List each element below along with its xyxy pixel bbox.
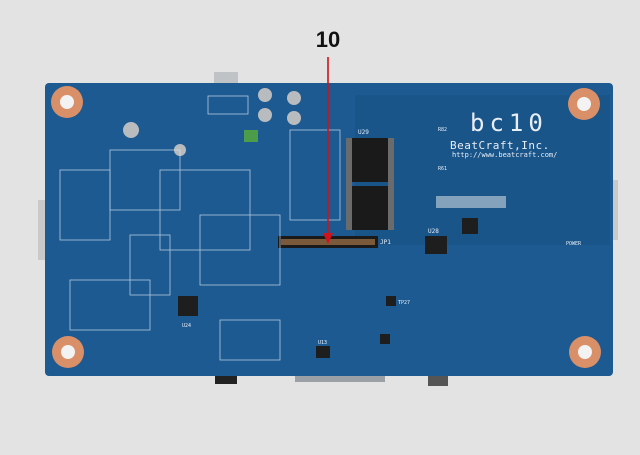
label-u24: U24: [182, 323, 191, 329]
ics: [178, 130, 506, 358]
label-u29: U29: [358, 129, 369, 136]
label-power: POWER: [566, 241, 582, 247]
callout-arrowhead: [323, 233, 333, 244]
label-jp1: JP1: [380, 239, 391, 246]
callout-label: 10: [315, 27, 341, 52]
label-r82: R82: [438, 127, 447, 133]
label-u13: U13: [318, 340, 327, 346]
mounting-holes: [51, 86, 601, 368]
ground-plane: [355, 95, 610, 245]
capacitors: [123, 88, 301, 156]
board-url: http://www.beatcraft.com/: [452, 151, 557, 159]
label-u28: U28: [428, 228, 439, 235]
label-r61: R61: [438, 166, 447, 172]
memory-chips: [346, 138, 394, 230]
edge-connector-left: [38, 200, 48, 260]
usb-connector: [214, 72, 238, 86]
component-areas: [59, 95, 341, 361]
board-company: BeatCraft,Inc.: [450, 139, 550, 152]
board-model: bc10: [470, 109, 548, 137]
label-tp27: TP27: [398, 300, 410, 306]
